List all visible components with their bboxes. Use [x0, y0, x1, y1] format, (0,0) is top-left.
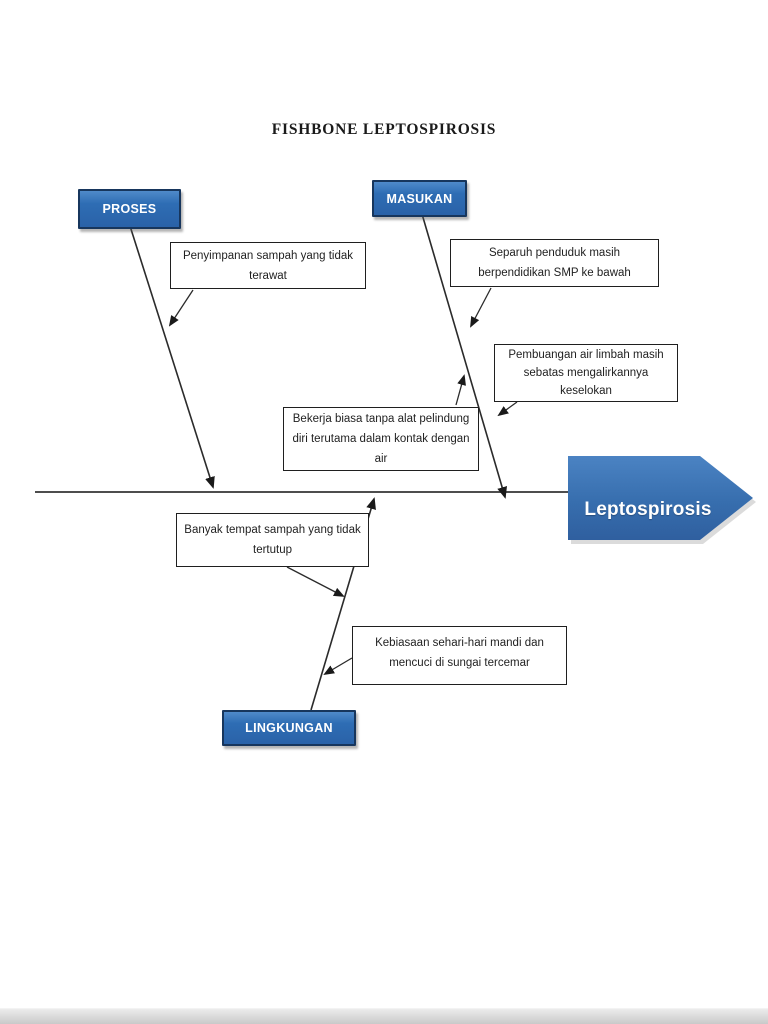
connector-arrow-penyimpanan [168, 289, 194, 327]
category-box-lingkungan: LINGKUNGAN [222, 710, 356, 746]
connector-arrow-bekerja [455, 374, 466, 406]
bone-masukan [421, 213, 507, 499]
effect-label: Leptospirosis [584, 499, 712, 520]
connector-arrow-pembuangan [497, 401, 518, 417]
page-bottom-gap [0, 1008, 768, 1024]
cause-box-kebiasaan-mandi-sungai: Kebiasaan sehari-hari mandi dan mencuci … [352, 626, 567, 685]
connector-arrow-separuh [470, 287, 492, 328]
connector-arrow-banyak [286, 566, 345, 597]
diagram-title: FISHBONE LEPTOSPIROSIS [271, 121, 497, 138]
bone-proses [129, 225, 215, 489]
category-label: MASUKAN [386, 191, 453, 206]
cause-text: Penyimpanan sampah yang tidak terawat [182, 249, 354, 282]
effect-arrow-shape [568, 456, 753, 540]
cause-box-separuh-penduduk: Separuh penduduk masih berpendidikan SMP… [450, 239, 659, 287]
cause-text: Kebiasaan sehari-hari mandi dan mencuci … [375, 637, 544, 669]
cause-text: Separuh penduduk masih berpendidikan SMP… [478, 247, 631, 279]
cause-box-pembuangan-air-limbah: Pembuangan air limbah masih sebatas meng… [494, 344, 678, 402]
cause-box-bekerja-tanpa-pelindung: Bekerja biasa tanpa alat pelindung diri … [283, 407, 479, 471]
category-box-proses: PROSES [78, 189, 181, 229]
cause-box-banyak-tempat-sampah: Banyak tempat sampah yang tidak tertutup [176, 513, 369, 567]
connector-arrow-kebiasaan [323, 657, 353, 676]
cause-text: Banyak tempat sampah yang tidak tertutup [184, 524, 361, 556]
cause-box-penyimpanan-sampah: Penyimpanan sampah yang tidak terawat [170, 242, 366, 289]
cause-text: Bekerja biasa tanpa alat pelindung diri … [292, 413, 470, 465]
category-box-masukan: MASUKAN [372, 180, 467, 217]
category-label: PROSES [102, 202, 157, 216]
category-label: LINGKUNGAN [245, 721, 333, 735]
cause-text: Pembuangan air limbah masih sebatas meng… [508, 349, 664, 397]
